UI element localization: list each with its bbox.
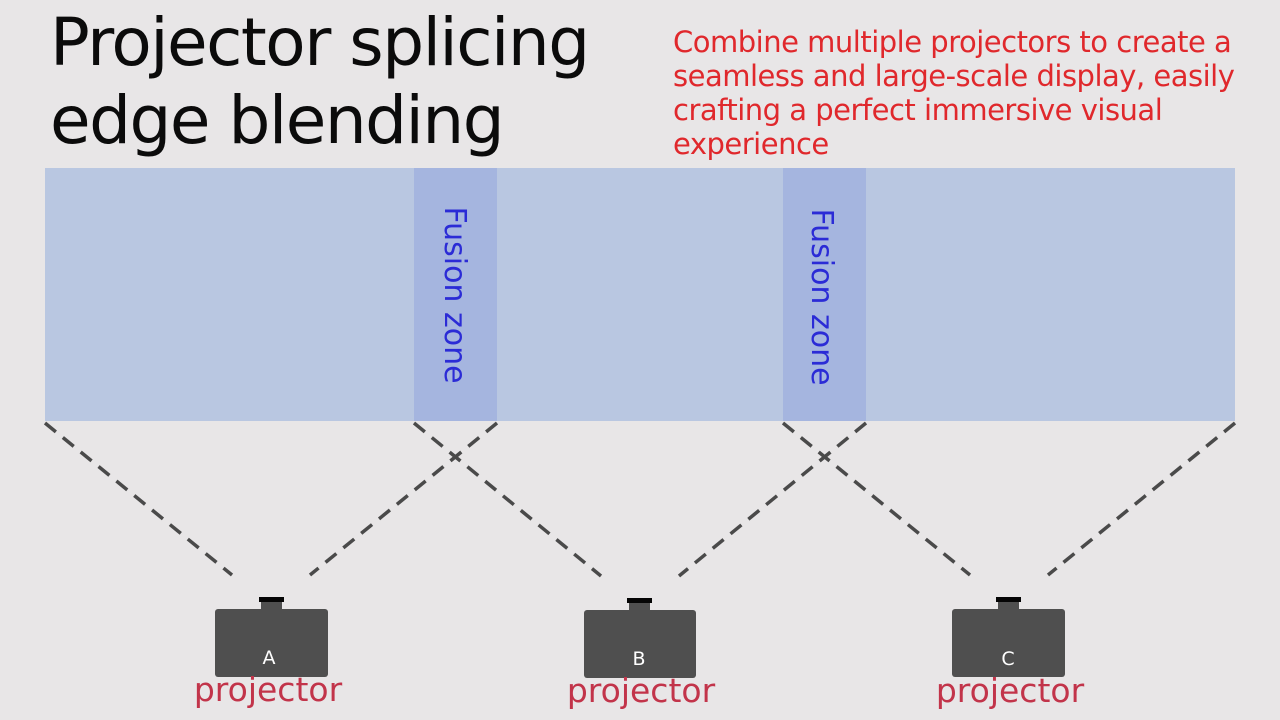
beam-line-c-right	[1046, 421, 1237, 577]
beam-line-a-left	[43, 421, 234, 577]
projector-lens	[627, 598, 652, 603]
beam-line-b-right	[677, 421, 868, 578]
projection-beams	[43, 421, 1237, 578]
projector-letter: C	[1001, 648, 1014, 670]
page-title: Projector splicing edge blending	[50, 4, 590, 159]
projector-body	[952, 609, 1065, 677]
projector-letter: B	[632, 648, 645, 670]
beam-line-c-left	[781, 421, 972, 577]
projector-lens	[259, 597, 284, 602]
description-text: Combine multiple projectors to create a …	[673, 25, 1235, 161]
projector-b: B projector	[567, 598, 716, 710]
fusion-zone-label: Fusion zone	[804, 208, 839, 385]
projector-lens-base	[629, 603, 650, 611]
projector-c: C projector	[936, 597, 1085, 710]
fusion-zone-1	[414, 168, 497, 421]
projector-lens-base	[261, 602, 282, 610]
beam-line-a-right	[308, 421, 499, 577]
projector-lens-base	[998, 602, 1019, 610]
projector-body	[215, 609, 328, 677]
projector-body	[584, 610, 696, 678]
fusion-zone-2	[783, 168, 866, 421]
projector-letter: A	[263, 647, 276, 669]
projection-screen	[45, 168, 1235, 421]
projector-lens	[996, 597, 1021, 602]
projector-a: A projector	[194, 597, 343, 709]
projector-label: projector	[936, 671, 1085, 710]
projector-label: projector	[567, 671, 716, 710]
beam-line-b-left	[412, 421, 603, 578]
fusion-zone-label: Fusion zone	[437, 206, 472, 383]
projector-label: projector	[194, 670, 343, 709]
